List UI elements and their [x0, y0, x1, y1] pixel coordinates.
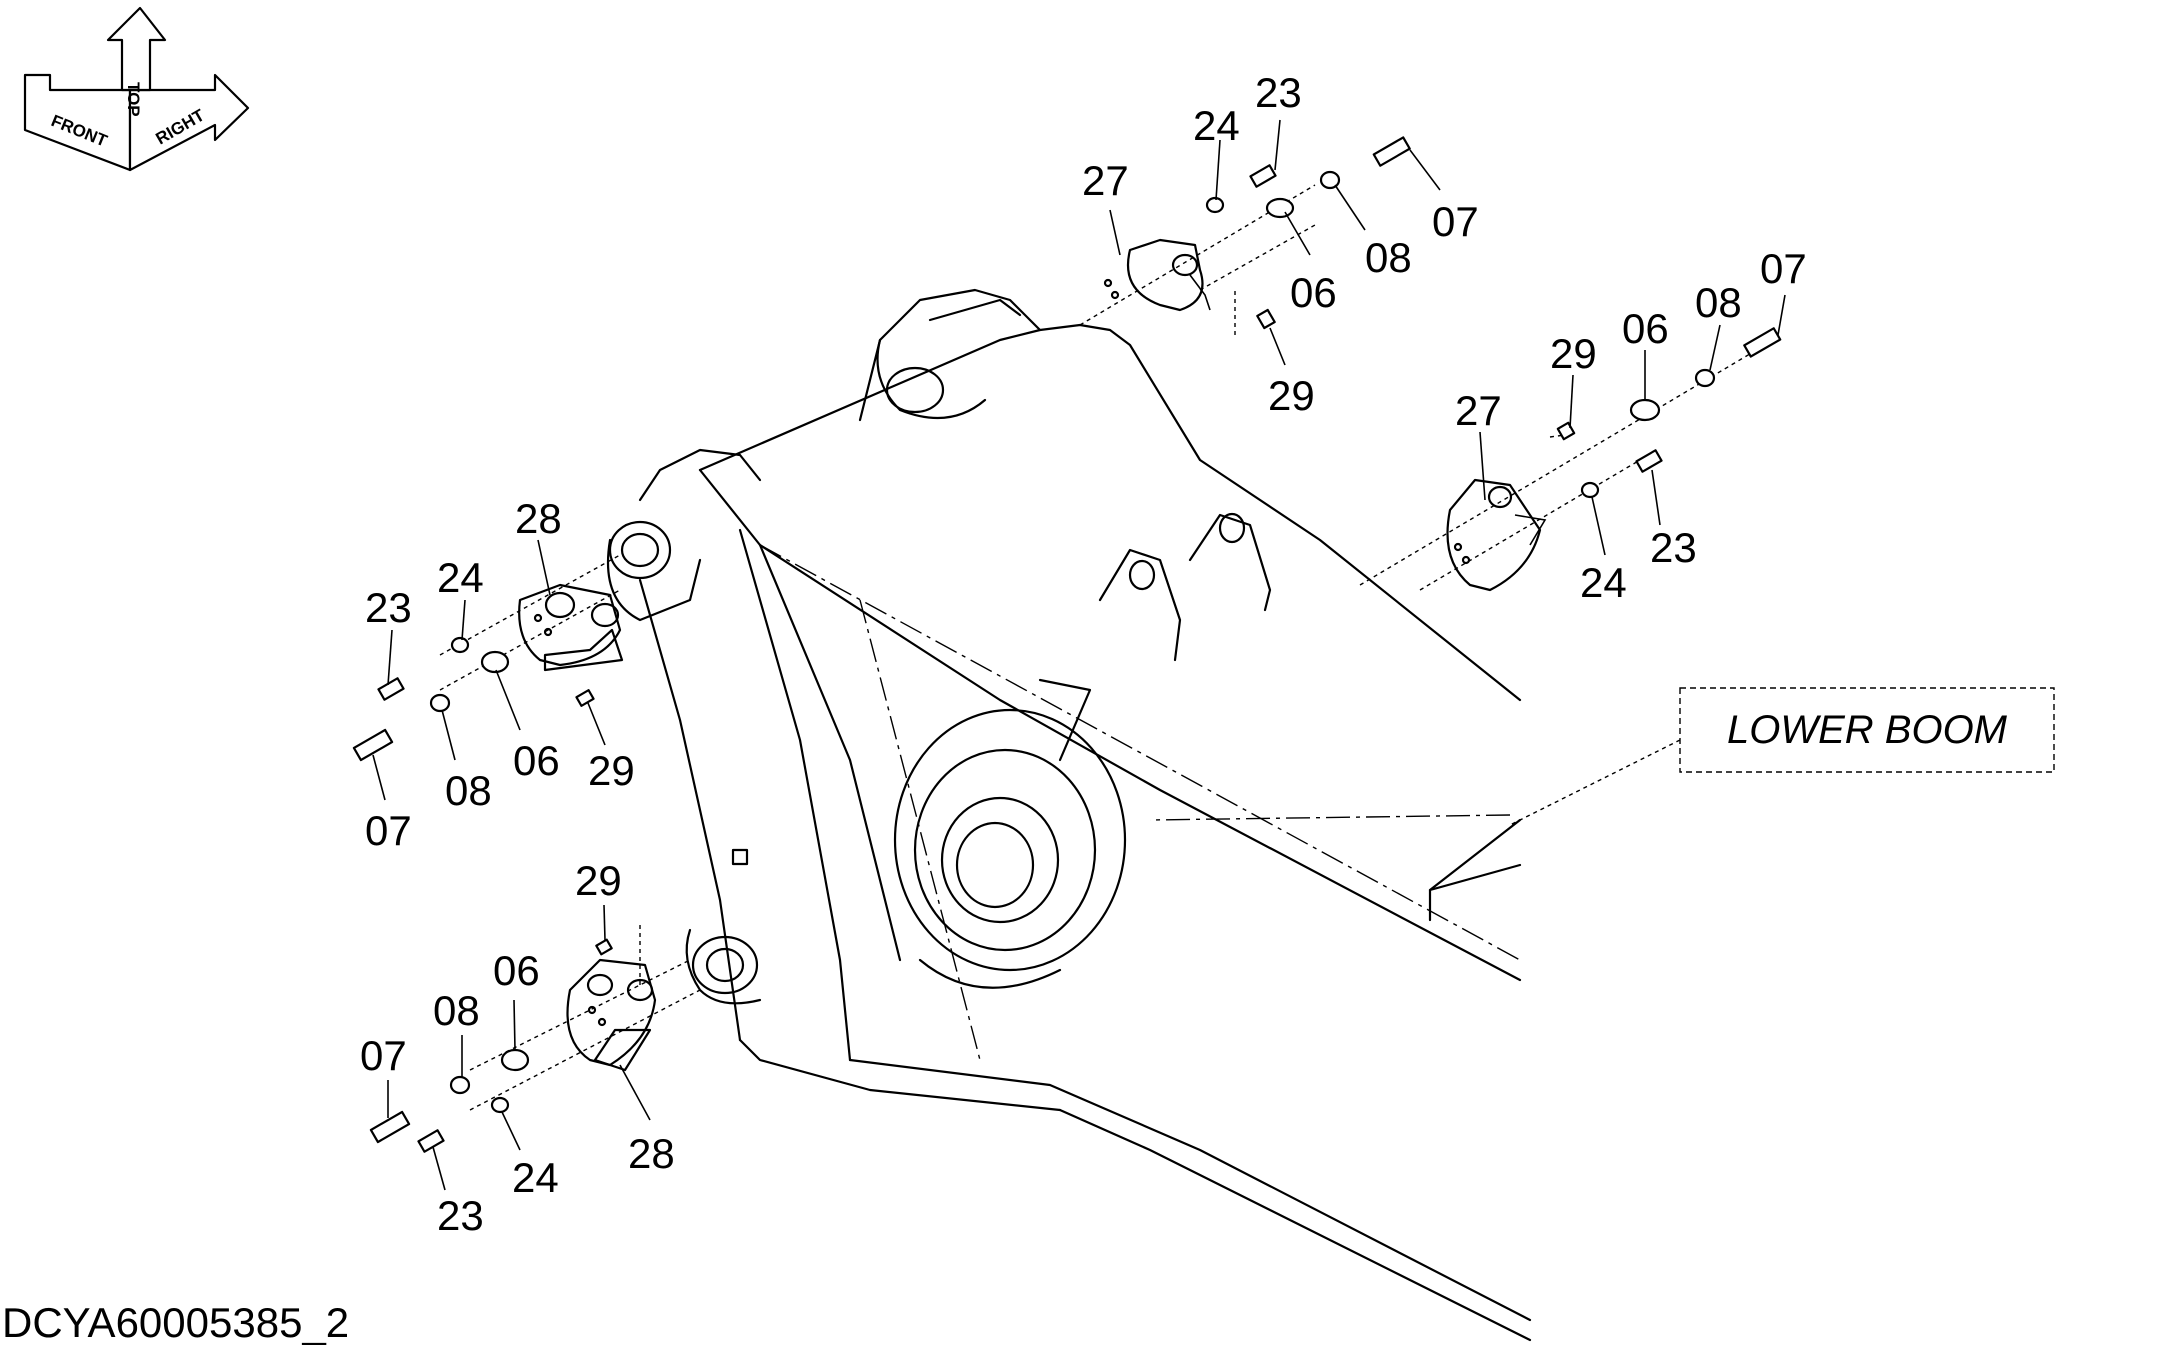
bolt-07-upper	[1372, 136, 1411, 167]
label-29-upper-left: 29	[588, 747, 635, 794]
lower-boom-callout: LOWER BOOM	[1679, 687, 2055, 773]
pin-29-lower-left	[595, 938, 613, 956]
bolt-23-lower-left	[417, 1129, 445, 1153]
fastener-set-upper	[1205, 136, 1411, 330]
lower-boom	[606, 288, 1532, 1342]
washer-24-upper	[1205, 196, 1225, 214]
label-29-lower: 29	[575, 857, 622, 904]
plate-27-upper	[1079, 184, 1316, 335]
bolt-07-right	[1743, 327, 1782, 358]
label-06-upper-left: 06	[513, 737, 560, 784]
fastener-set-lower-left	[369, 938, 613, 1153]
washer-24-right	[1580, 481, 1600, 499]
washer-24-lower-left	[490, 1096, 510, 1114]
bolt-23-right	[1635, 449, 1663, 473]
plate-28-upper	[439, 554, 624, 691]
label-08-lower: 08	[433, 987, 480, 1034]
leader-lines	[372, 119, 1786, 1191]
label-23-right: 23	[1650, 524, 1697, 571]
label-08-upper: 08	[1365, 234, 1412, 281]
label-07-right: 07	[1760, 245, 1807, 292]
label-24-upper: 24	[1193, 102, 1240, 149]
label-29-upper: 29	[1268, 372, 1315, 419]
label-29-right: 29	[1550, 330, 1597, 377]
washer-08-upper	[1319, 170, 1341, 190]
fastener-set-right	[1556, 327, 1782, 499]
label-08-upper-left: 08	[445, 767, 492, 814]
label-07-upper: 07	[1432, 198, 1479, 245]
washer-24-upper-left	[450, 636, 470, 654]
washer-08-upper-left	[429, 693, 451, 713]
label-28-upper: 28	[515, 495, 562, 542]
washer-06-upper-left	[480, 650, 510, 674]
lower-boom-label: LOWER BOOM	[1727, 708, 2008, 752]
label-27-right: 27	[1455, 387, 1502, 434]
label-23-lower: 23	[437, 1192, 484, 1239]
drawing-code: DCYA60005385_2	[2, 1299, 349, 1345]
label-24-right: 24	[1580, 559, 1627, 606]
washer-08-lower-left	[449, 1075, 471, 1095]
label-06-right: 06	[1622, 305, 1669, 352]
label-23-upper: 23	[1255, 69, 1302, 116]
label-08-right: 08	[1695, 279, 1742, 326]
orientation-icon: FRONT TOP RIGHT	[23, 6, 250, 172]
label-07-lower: 07	[360, 1032, 407, 1079]
label-23-upper-left: 23	[365, 584, 412, 631]
label-07-upper-left: 07	[365, 807, 412, 854]
washer-08-right	[1694, 368, 1716, 388]
label-06-upper: 06	[1290, 269, 1337, 316]
washer-06-lower-left	[500, 1048, 530, 1072]
washer-06-upper	[1265, 197, 1295, 219]
orientation-top-label: TOP	[124, 82, 143, 117]
part-labels: 24 23 27 06 08 07 29 29 06 08 07 27 23 2…	[360, 69, 1807, 1239]
pin-29-right	[1556, 421, 1576, 441]
label-06-lower: 06	[493, 947, 540, 994]
bolt-23-upper	[1249, 164, 1277, 188]
pin-29-upper-left	[575, 689, 595, 707]
bolt-07-lower-left	[369, 1110, 411, 1144]
label-28-lower: 28	[628, 1130, 675, 1177]
bolt-23-upper-left	[377, 677, 405, 701]
bolt-07-upper-left	[352, 728, 394, 762]
washer-06-right	[1629, 398, 1661, 422]
label-24-lower: 24	[512, 1154, 559, 1201]
pin-29-upper	[1256, 308, 1276, 330]
label-24-upper-left: 24	[437, 554, 484, 601]
label-27-upper: 27	[1082, 157, 1129, 204]
plate-27-right	[1359, 344, 1766, 592]
